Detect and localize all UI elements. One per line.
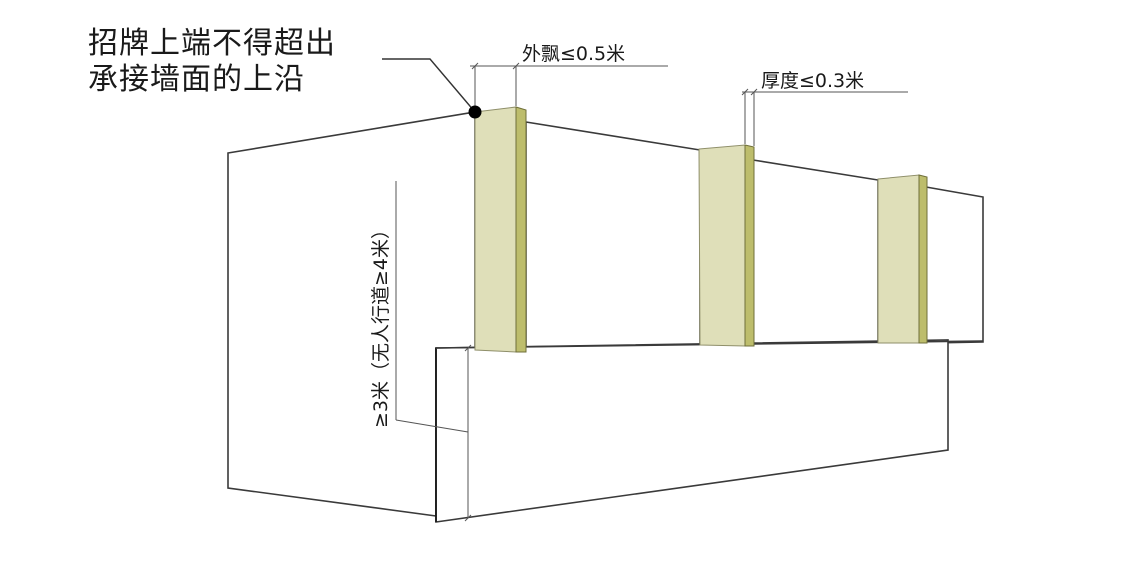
callout-text: 招牌上端不得超出 承接墙面的上沿 [88,26,336,98]
overhang-dimension [470,62,668,110]
signboard-2 [698,144,755,347]
height-dimension [395,181,472,522]
callout-leader [382,58,476,113]
callout-line-2: 承接墙面的上沿 [88,62,305,97]
building-lower-wall [435,339,949,523]
signboard-3 [877,174,928,344]
signboard-1 [474,106,527,353]
callout-line-1: 招牌上端不得超出 [88,26,336,61]
top-edge-marker [468,105,482,119]
thickness-dimension [741,88,908,146]
thickness-label: 厚度≤0.3米 [761,70,865,92]
overhang-label: 外飘≤0.5米 [522,43,626,65]
clear-height-label: ≥3米（无人行道≥4米） [370,219,392,428]
